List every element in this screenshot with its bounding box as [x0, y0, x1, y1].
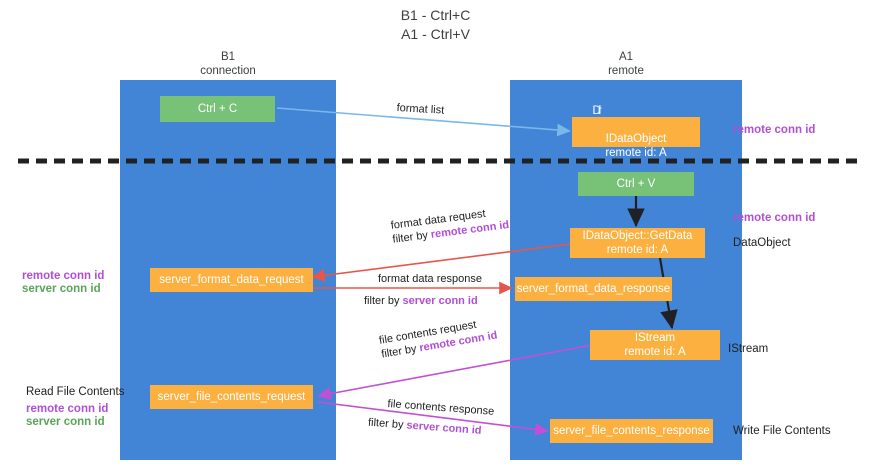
node-ctrl-c[interactable]: Ctrl + C [160, 96, 275, 122]
annotation-left-bot-server-conn-id: server conn id [26, 416, 105, 428]
annotation-left-bot-remote-conn-id: remote conn id [26, 403, 109, 415]
node-server-format-data-response[interactable]: server_format_data_response [515, 277, 672, 301]
edge-label-format-list: format list [396, 101, 444, 118]
annotation-read-file-contents: Read File Contents [26, 386, 125, 398]
connector-format-data-request [311, 242, 579, 282]
annotation-remote-conn-id-mid: remote conn id [733, 212, 816, 224]
annotation-write-file-contents: Write File Contents [733, 425, 831, 437]
node-istream-label: IStream remote id: A [624, 332, 686, 358]
edge-label-format-list-text: format list [396, 101, 445, 117]
node-server-format-data-request[interactable]: server_format_data_request [150, 268, 313, 292]
edge-label-format-data-response-line2: filter by server conn id [364, 294, 482, 308]
edge-label-fdres-prefix: filter by [364, 295, 403, 307]
node-server-format-data-request-label: server_format_data_request [159, 274, 304, 286]
node-ctrl-v-label: Ctrl + V [616, 178, 656, 190]
node-getdata[interactable]: IDataObject::GetData remote id: A [570, 228, 705, 258]
node-idataobject-ghost: IDrl [592, 105, 601, 117]
connector-format-list [276, 107, 571, 137]
node-server-file-contents-request-label: server_file_contents_request [157, 391, 306, 403]
edge-label-fcres-prefix: filter by [367, 416, 407, 432]
edge-label-format-data-response: format data response filter by server co… [364, 272, 482, 308]
connector-file-contents-response [317, 401, 549, 436]
connector-file-contents-request [317, 344, 593, 400]
annotation-left-mid-server-conn-id: server conn id [22, 283, 101, 295]
node-istream[interactable]: IStream remote id: A [590, 330, 720, 360]
annotation-istream: IStream [728, 343, 769, 355]
node-idataobject-label: IDrl IDataObject remote id: A [592, 104, 667, 160]
annotation-left-mid-remote-conn-id: remote conn id [22, 270, 105, 282]
column-header-b1: B1 connection [200, 51, 256, 77]
annotation-dataobject: DataObject [733, 237, 791, 249]
node-getdata-label: IDataObject::GetData remote id: A [582, 230, 693, 256]
node-server-file-contents-response[interactable]: server_file_contents_response [550, 419, 713, 443]
edge-label-format-data-response-line1: format data response [378, 273, 482, 285]
annotation-remote-conn-id-top: remote conn id [733, 124, 816, 136]
node-idataobject-text: IDataObject remote id: A [605, 133, 667, 159]
node-server-file-contents-response-label: server_file_contents_response [553, 425, 710, 437]
node-idataobject[interactable]: IDrl IDataObject remote id: A [572, 105, 700, 159]
edge-label-fdres-filter: server conn id [402, 295, 478, 307]
node-ctrl-c-label: Ctrl + C [197, 103, 238, 115]
diagram-title: B1 - Ctrl+C A1 - Ctrl+V [400, 7, 471, 42]
node-server-file-contents-request[interactable]: server_file_contents_request [150, 385, 313, 409]
node-ctrl-v[interactable]: Ctrl + V [578, 172, 694, 196]
column-header-a1: A1 remote [608, 51, 644, 77]
node-server-format-data-response-label: server_format_data_response [516, 283, 671, 295]
